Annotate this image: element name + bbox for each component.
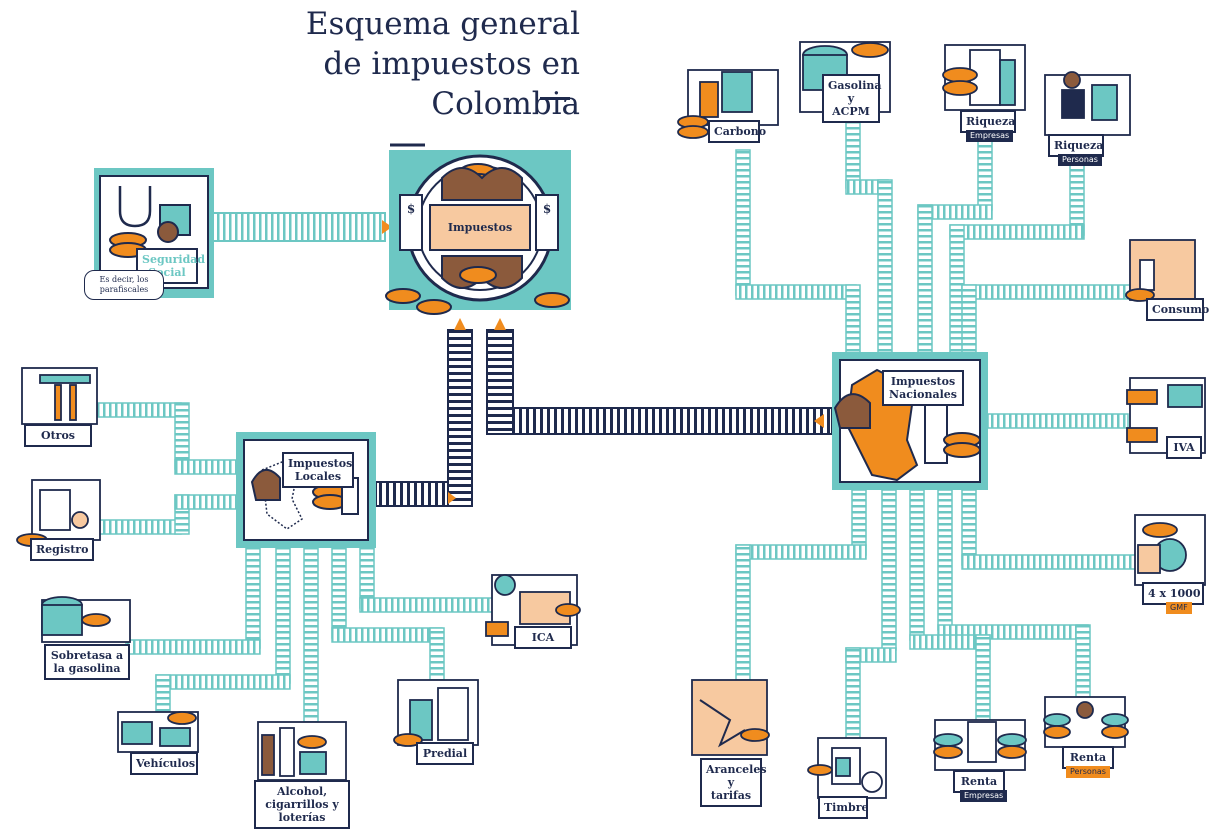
label-renta-personas: Renta <box>1062 746 1114 769</box>
label-consumo: Consumo <box>1146 298 1209 321</box>
label-vehiculos: Vehículos <box>130 752 198 775</box>
label-predial: Predial <box>416 742 474 765</box>
title-rule <box>540 97 570 100</box>
label-ica: ICA <box>514 626 572 649</box>
label-gasolina-acpm: Gasolina y ACPM <box>822 74 882 123</box>
note-parafiscales: Es decir, los parafiscales <box>84 270 164 300</box>
sub-gmf: GMF <box>1166 602 1192 614</box>
svg-text:$: $ <box>407 202 415 216</box>
label-riqueza-personas: Riqueza <box>1048 134 1104 157</box>
sub-riqueza-empresas: Empresas <box>966 130 1014 142</box>
label-carbono: Carbono <box>708 120 766 143</box>
hub-locales-label: Impuestos Locales <box>282 452 354 488</box>
center-impuestos-graphic: $ $ <box>385 143 571 315</box>
label-iva: IVA <box>1166 436 1202 459</box>
label-aranceles-tarifas: Aranceles y tarifas <box>700 758 767 807</box>
svg-text:$: $ <box>543 202 551 216</box>
title-line-1: Esquema general <box>305 6 580 42</box>
center-impuestos-label: Impuestos <box>447 221 513 234</box>
flow-locales-to-center <box>375 318 473 507</box>
flows-nacionales-feeders <box>735 107 1138 739</box>
hub-nacionales-label: Impuestos Nacionales <box>882 370 964 406</box>
label-timbre: Timbre <box>818 796 869 819</box>
label-sobretasa-gasolina: Sobretasa a la gasolina <box>44 644 130 680</box>
flow-seguridad-social <box>209 212 392 242</box>
label-alcohol-cigarrillos-loterias: Alcohol, cigarrillos y loterías <box>254 780 350 829</box>
hub-locales-graphic <box>236 432 376 548</box>
diagram-title: Esquema general de impuestos en Colombia <box>220 4 580 124</box>
sub-renta-empresas: Empresas <box>960 790 1008 802</box>
sub-renta-personas: Personas <box>1066 766 1110 778</box>
title-line-2: de impuestos en Colombia <box>323 46 580 122</box>
flow-nacionales-to-center <box>486 318 833 435</box>
sub-riqueza-personas: Personas <box>1058 154 1102 166</box>
label-otros: Otros <box>24 424 92 447</box>
label-registro: Registro <box>30 538 94 561</box>
